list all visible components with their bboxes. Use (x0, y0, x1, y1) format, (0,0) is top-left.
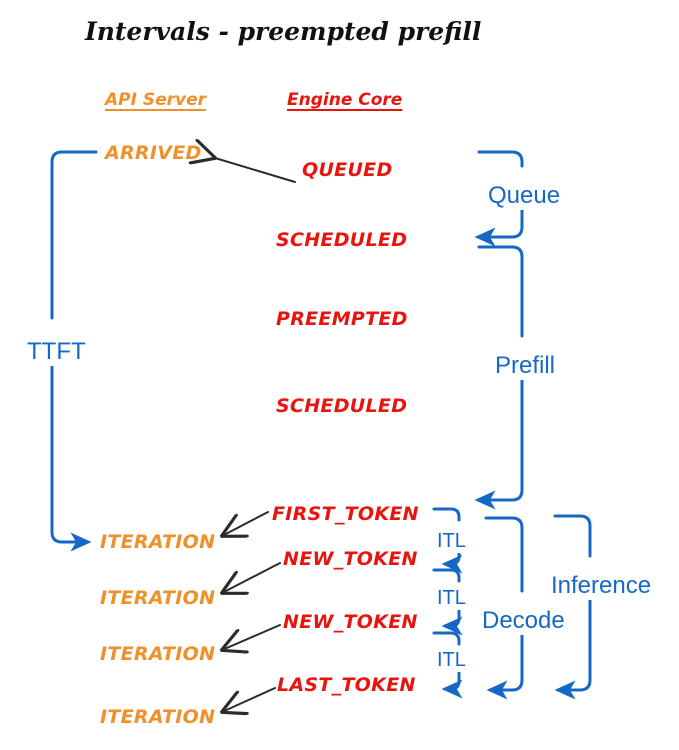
column-header-engine-core: Engine Core (287, 90, 403, 110)
event-scheduled-2: SCHEDULED (276, 395, 408, 417)
interval-label-itl-2: ITL (434, 587, 469, 610)
arrow-last-token-to-iteration (222, 687, 276, 712)
arrow-first-token-to-iteration (222, 511, 269, 536)
event-iteration-1: ITERATION (100, 531, 216, 553)
event-preempted: PREEMPTED (276, 308, 408, 330)
arrow-new-token-to-iteration-2 (222, 624, 281, 650)
event-arrived: ARRIVED (105, 142, 202, 164)
interval-label-prefill: Prefill (492, 352, 559, 380)
event-iteration-3: ITERATION (100, 643, 216, 665)
interval-label-inference: Inference (548, 572, 655, 600)
event-queued: QUEUED (302, 159, 393, 181)
event-scheduled-1: SCHEDULED (276, 229, 408, 251)
column-header-api-server: API Server (105, 90, 207, 110)
event-new-token-1: NEW_TOKEN (283, 548, 418, 570)
interval-label-decode: Decode (479, 607, 568, 635)
event-iteration-4: ITERATION (100, 706, 216, 728)
interval-label-ttft: TTFT (24, 338, 89, 366)
bracket-inference (553, 514, 592, 700)
interval-label-queue: Queue (485, 182, 564, 210)
event-last-token: LAST_TOKEN (277, 674, 416, 696)
interval-label-itl-3: ITL (434, 649, 469, 672)
arrow-new-token-to-iteration-1 (222, 562, 281, 593)
page-title: Intervals - preempted prefill (85, 17, 482, 46)
arrow-arrived-to-queued (215, 158, 296, 183)
event-new-token-2: NEW_TOKEN (283, 611, 418, 633)
bracket-decode (484, 516, 524, 700)
event-first-token: FIRST_TOKEN (272, 503, 419, 525)
event-iteration-2: ITERATION (100, 587, 216, 609)
interval-label-itl-1: ITL (434, 530, 469, 553)
